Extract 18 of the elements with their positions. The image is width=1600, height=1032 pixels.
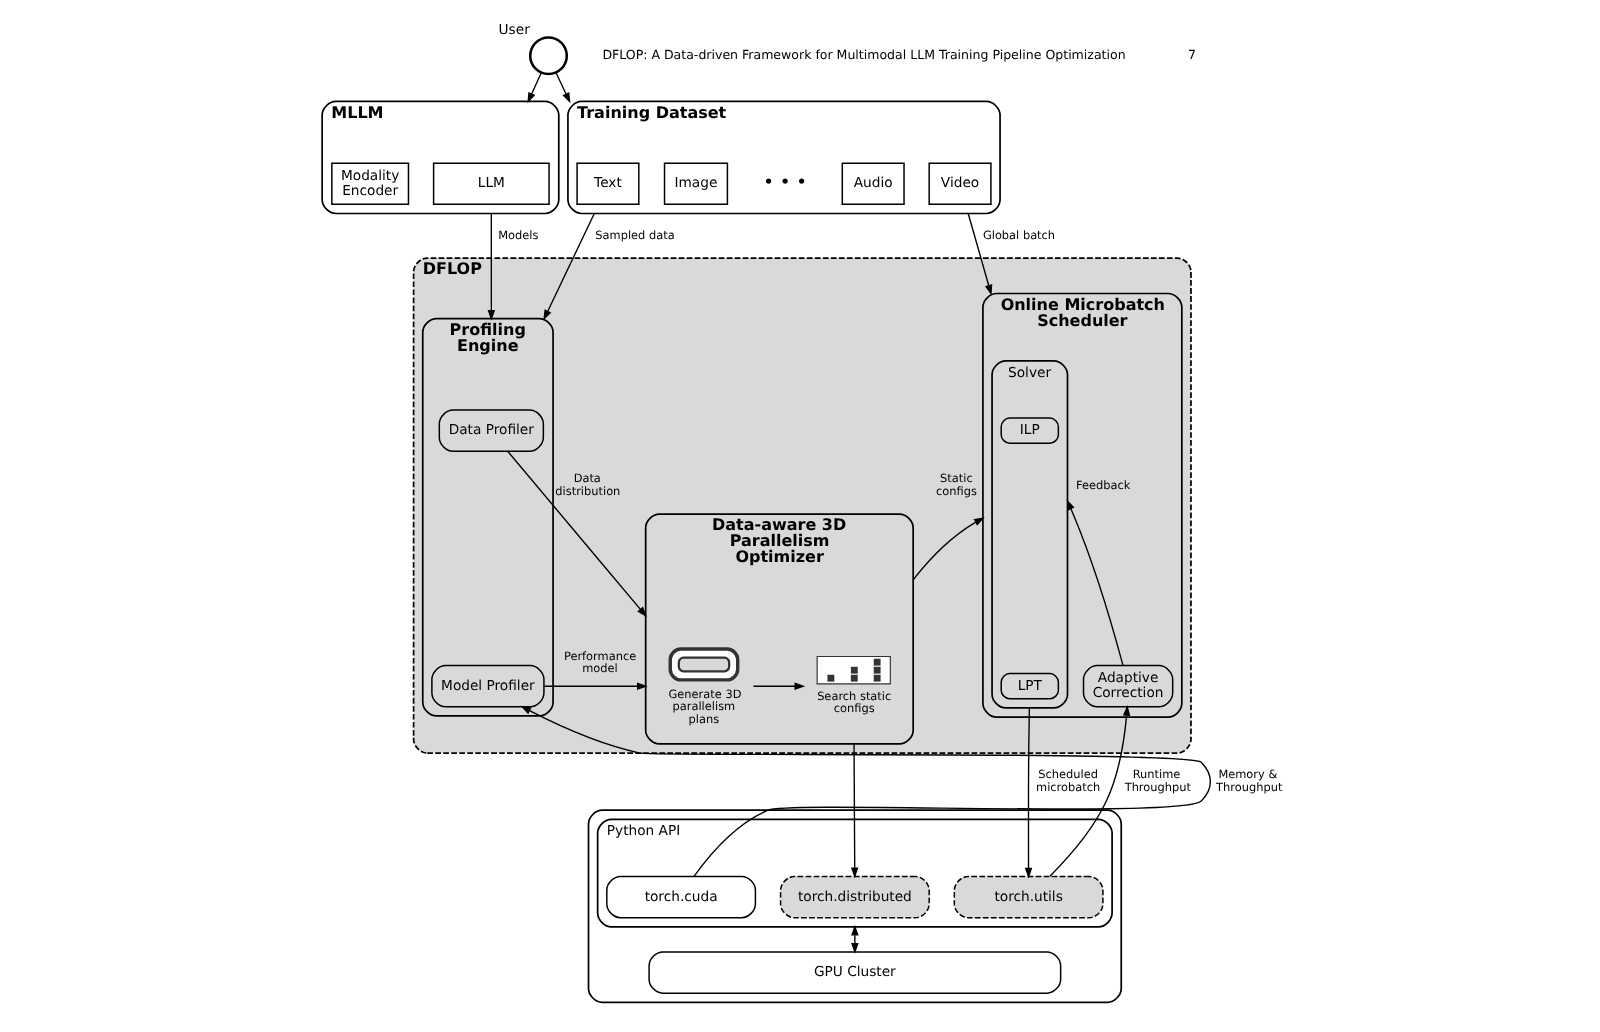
arrow [487,211,496,320]
arrow [527,71,542,103]
arrow [1024,706,1033,878]
arrow [543,681,648,689]
node-person [528,35,569,75]
cluster [587,808,1123,1003]
arrow [967,211,993,295]
arrow [543,211,595,320]
arrow [555,71,571,103]
arrow [752,681,806,689]
arrow [507,449,647,617]
arrow [1066,498,1124,665]
arrow [851,923,859,953]
arrow [912,516,985,580]
label: • • • [763,173,808,194]
arrow [850,742,859,878]
arrow [1049,704,1131,876]
arrow [520,704,1211,876]
